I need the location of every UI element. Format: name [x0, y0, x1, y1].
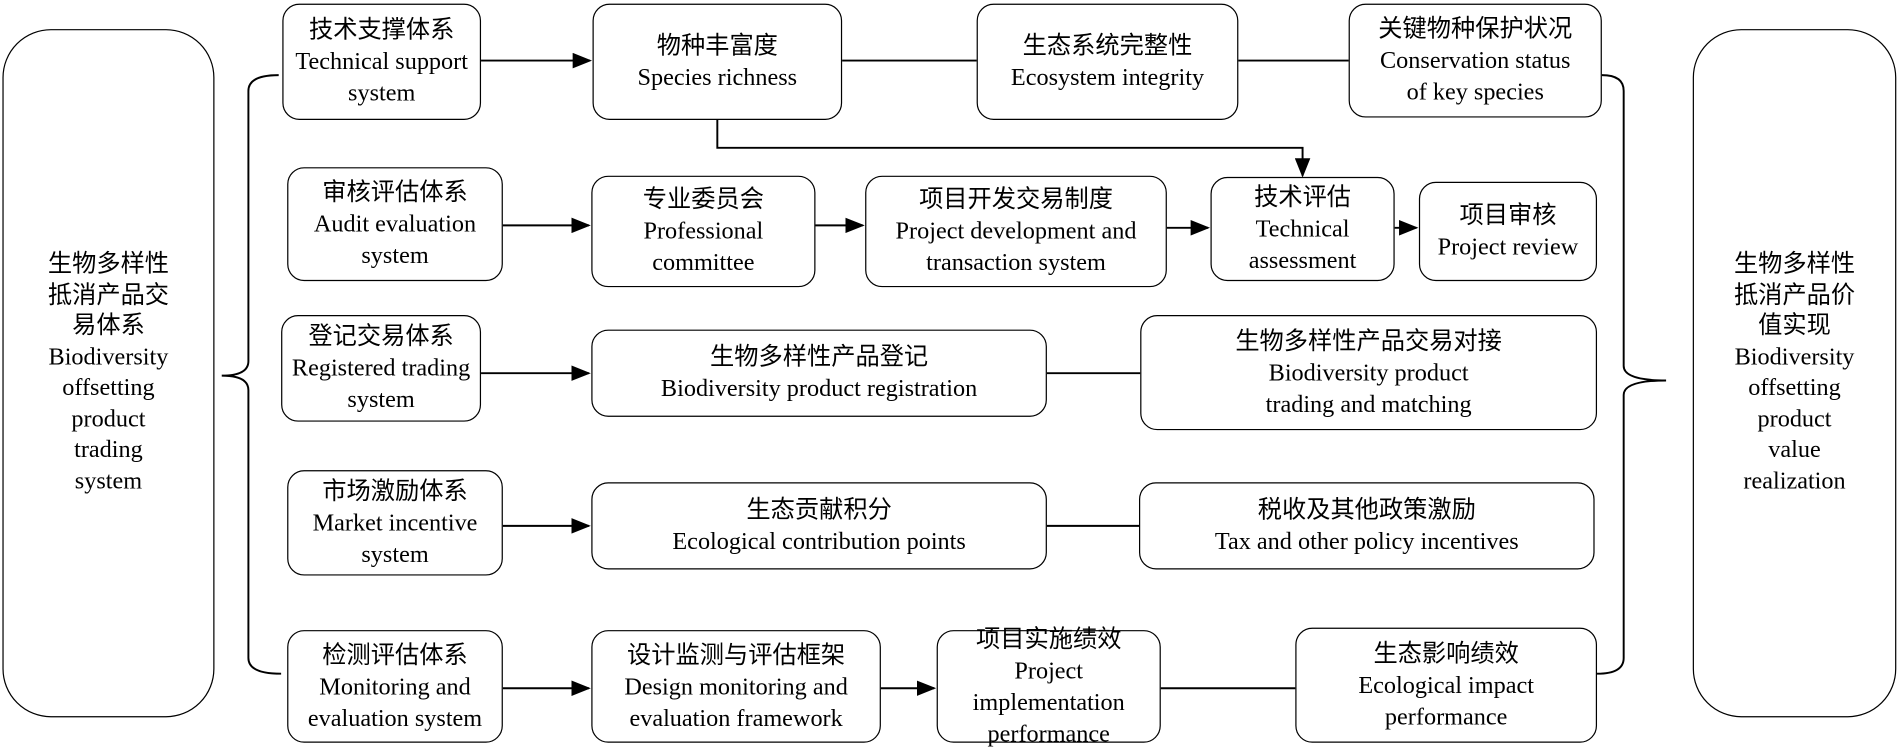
label: Registered trading [291, 355, 471, 382]
monitoring-evaluation-system: 检测评估体系 Monitoring and evaluation system [287, 630, 503, 743]
label: committee [652, 249, 755, 277]
label: 项目开发交易制度 [919, 186, 1113, 214]
label: 物种丰富度 [656, 32, 778, 60]
biodiversity-product-trading-matching: 生物多样性产品交易对接 Biodiversity product trading a… [1140, 315, 1598, 431]
label: Design monitoring and [624, 673, 848, 700]
ecosystem-integrity: 生态系统完整性 Ecosystem integrity [976, 3, 1239, 120]
label: Tax and other policy incentives [1214, 528, 1519, 555]
label: transaction system [926, 249, 1106, 277]
label: Market incentive [312, 509, 478, 537]
label: 生态影响绩效 [1373, 640, 1519, 668]
technical-support-system: 技术支撑体系 Technical support system [282, 3, 482, 120]
project-review: 项目审核 Project review [1418, 181, 1598, 282]
label: Project review [1437, 233, 1579, 261]
label: product [1757, 405, 1832, 432]
label: 生态系统完整性 [1022, 32, 1193, 60]
label: system [347, 386, 415, 414]
left-panel-trading-system: 生物多样性抵消产品交易体系 Biodiversity offsetting produ… [2, 29, 215, 718]
label: 税收及其他政策激励 [1257, 496, 1476, 524]
label: Audit evaluation [313, 210, 477, 238]
right-brace [1597, 74, 1667, 675]
design-monitoring-framework: 设计监测与评估框架 Design monitoring and evaluation… [591, 630, 881, 743]
label: 易体系 [72, 312, 145, 340]
label: performance [1384, 703, 1508, 731]
label: 登记交易体系 [308, 323, 454, 351]
label: Project development and [895, 218, 1137, 245]
label: 市场激励体系 [322, 478, 468, 505]
label: system [361, 541, 429, 568]
left-brace [221, 74, 282, 675]
project-implementation-performance: 项目实施绩效 Project implementation performance [936, 626, 1161, 747]
label: Ecosystem integrity [1010, 64, 1205, 91]
registered-trading-system: 登记交易体系 Registered trading system [281, 315, 482, 422]
professional-committee: 专业委员会 Professional committee [591, 175, 816, 288]
label: assessment [1248, 247, 1357, 274]
label: Biodiversity [1734, 343, 1855, 371]
label: 生物多样性产品登记 [710, 344, 929, 371]
label: 生物多样性 [47, 250, 170, 278]
label: 审核评估体系 [322, 179, 468, 206]
right-panel-value-realization: 生物多样性抵消产品价值实现 Biodiversity offsetting produ… [1692, 29, 1897, 718]
ecological-contribution-points: 生态贡献积分 Ecological contribution points [591, 482, 1047, 570]
label: 检测评估体系 [322, 641, 468, 669]
label: Project implementation [972, 657, 1125, 716]
key-species-conservation: 关键物种保护状况 Conservation status of key specie… [1348, 3, 1602, 118]
label: Species richness [637, 64, 798, 91]
label: evaluation system [307, 704, 483, 732]
label: system [361, 242, 429, 269]
label: evaluation framework [629, 704, 843, 732]
label: Technical [1255, 215, 1350, 243]
species-richness: 物种丰富度 Species richness [592, 3, 843, 120]
label: 设计监测与评估框架 [627, 641, 846, 669]
label: 专业委员会 [642, 186, 764, 214]
audit-evaluation-system: 审核评估体系 Audit evaluation system [287, 167, 503, 282]
label: 生物多样性 [1733, 250, 1856, 278]
label: Biodiversity [48, 343, 169, 371]
label: product [71, 405, 146, 432]
label: of key species [1406, 78, 1544, 106]
label: offsetting [1748, 374, 1841, 402]
label: 生态贡献积分 [746, 496, 892, 524]
label: system [348, 79, 416, 107]
label: offsetting [62, 374, 155, 402]
label: trading [74, 436, 143, 463]
arrow [716, 119, 1311, 178]
label: trading and matching [1265, 390, 1472, 418]
label: 项目审核 [1459, 202, 1557, 230]
label: Professional [643, 218, 764, 245]
label: realization [1743, 467, 1846, 494]
label: 抵消产品交 [47, 281, 170, 309]
biodiversity-product-registration: 生物多样性产品登记 Biodiversity product registrati… [591, 329, 1047, 417]
label: 项目实施绩效 [976, 625, 1122, 653]
label: Ecological impact [1358, 671, 1534, 699]
label: 生物多样性产品交易对接 [1235, 327, 1502, 355]
label: Monitoring and [319, 673, 471, 700]
label: performance [987, 720, 1110, 748]
label: value [1768, 436, 1821, 463]
tax-policy-incentives: 税收及其他政策激励 Tax and other policy incentives [1138, 482, 1595, 570]
label: 技术评估 [1254, 184, 1352, 211]
label: 值实现 [1758, 312, 1831, 340]
label: Conservation status [1379, 47, 1571, 74]
label: 抵消产品价 [1733, 281, 1856, 309]
label: Biodiversity product registration [660, 375, 978, 403]
label: Ecological contribution points [672, 528, 966, 555]
label: Biodiversity product [1268, 359, 1469, 386]
label: 技术支撑体系 [308, 16, 455, 44]
technical-assessment: 技术评估 Technical assessment [1210, 176, 1395, 282]
project-development-transaction-system: 项目开发交易制度 Project development and transacti… [865, 175, 1167, 288]
label: system [74, 467, 143, 494]
label: Technical support [295, 48, 468, 76]
label: 关键物种保护状况 [1378, 15, 1573, 43]
ecological-impact-performance: 生态影响绩效 Ecological impact performance [1295, 627, 1598, 743]
market-incentive-system: 市场激励体系 Market incentive system [287, 470, 503, 576]
